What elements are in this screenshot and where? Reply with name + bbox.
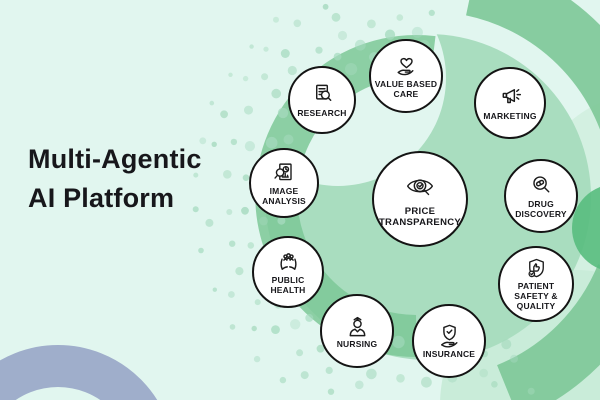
node-patient-safety-quality: PATIENT SAFETY & QUALITY (498, 246, 574, 322)
page-title: Multi-Agentic AI Platform (28, 140, 202, 218)
image-chart-search-icon (270, 160, 298, 186)
title-line-1: Multi-Agentic (28, 144, 202, 174)
node-label: NURSING (336, 339, 378, 350)
eye-magnifier-check-icon (400, 170, 440, 206)
pill-magnifier-icon (527, 173, 556, 199)
node-label: DRUG DISCOVERY (515, 198, 567, 219)
node-marketing: MARKETING (474, 67, 546, 139)
node-label: MARKETING (483, 110, 537, 121)
node-label: INSURANCE (422, 349, 476, 360)
node-label: IMAGE ANALYSIS (262, 185, 306, 206)
bottom-right-green-swoosh (496, 263, 600, 400)
right-edge-deep-green-blob (572, 187, 600, 269)
title-line-2: AI Platform (28, 183, 175, 214)
node-research: RESEARCH (288, 66, 356, 134)
hands-community-icon (274, 248, 303, 275)
document-search-icon (309, 82, 336, 108)
megaphone-icon (496, 85, 525, 111)
node-public-health: PUBLIC HEALTH (252, 236, 324, 308)
node-insurance: INSURANCE (412, 304, 486, 378)
node-value-based-care: VALUE BASED CARE (369, 39, 443, 113)
node-label: PUBLIC HEALTH (270, 275, 306, 295)
node-image-analysis: IMAGE ANALYSIS (249, 148, 319, 218)
bottom-left-blue-ring (0, 345, 158, 400)
node-nursing: NURSING (320, 294, 394, 368)
node-drug-discovery: DRUG DISCOVERY (504, 159, 578, 233)
top-right-green-swoosh (465, 0, 600, 130)
shield-hand-icon (435, 322, 464, 349)
node-label: PRICE TRANSPARENCY (378, 205, 462, 228)
node-label: RESEARCH (297, 107, 347, 118)
shield-thumbs-up-icon (523, 256, 550, 281)
heart-hand-icon (392, 52, 421, 79)
node-label: PATIENT SAFETY & QUALITY (514, 281, 558, 311)
nurse-icon (343, 312, 372, 339)
node-price-transparency: PRICE TRANSPARENCY (372, 151, 468, 247)
node-label: VALUE BASED CARE (374, 79, 438, 99)
